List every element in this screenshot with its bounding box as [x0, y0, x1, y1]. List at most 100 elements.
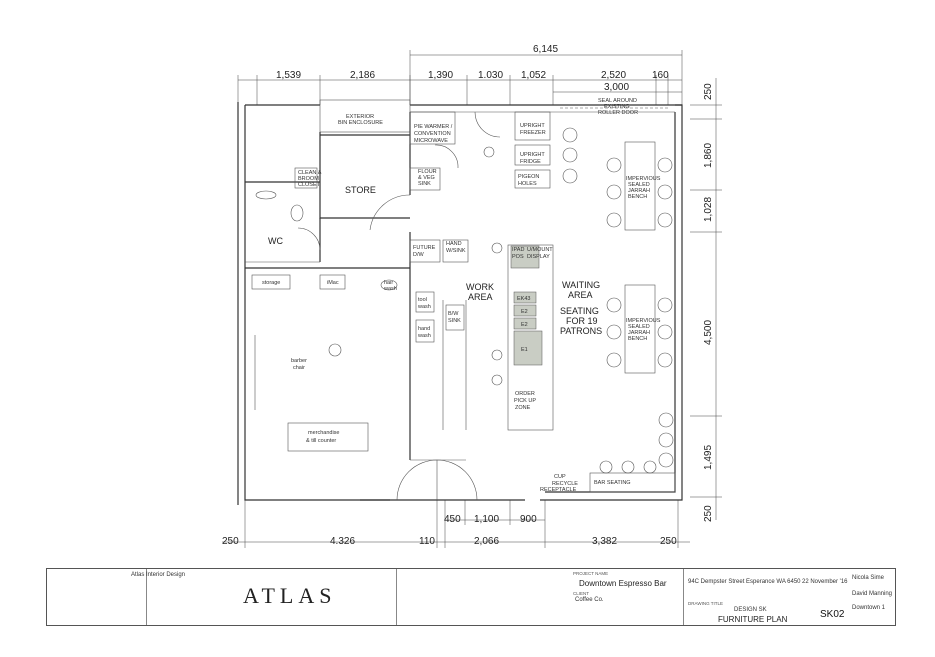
dim-top-3000: 3,000: [604, 82, 629, 93]
svg-text:wash: wash: [417, 333, 431, 339]
svg-text:UPRIGHT: UPRIGHT: [520, 123, 545, 129]
project-cell: PROJECT NAME Downtown Espresso Bar CLIEN…: [569, 569, 684, 625]
sheet-number: SK02: [820, 609, 845, 620]
room-work-1: WORK: [466, 282, 494, 292]
svg-text:CUP: CUP: [554, 474, 566, 480]
title-block: Atlas Interior Design ATLAS PROJECT NAME…: [46, 568, 896, 626]
atlas-logo: ATLAS: [243, 583, 337, 608]
client-label: CLIENT: [573, 591, 590, 596]
equipment-labels: EXTERIOR BIN ENCLOSURE PIE WARMER / CONV…: [262, 98, 661, 493]
svg-text:IMPERVIOUS: IMPERVIOUS: [626, 318, 661, 324]
furniture-plan-title: FURNITURE PLAN: [718, 615, 788, 624]
svg-text:BIN ENCLOSURE: BIN ENCLOSURE: [338, 120, 383, 126]
svg-text:hand: hand: [418, 326, 430, 332]
walls: [237, 99, 683, 505]
svg-text:ZONE: ZONE: [515, 405, 531, 411]
svg-text:U/MOUNT: U/MOUNT: [527, 247, 553, 253]
svg-text:PIE WARMER /: PIE WARMER /: [414, 124, 453, 130]
svg-text:E2: E2: [521, 322, 528, 328]
coffee-equipment: [510, 245, 543, 366]
logo-cell: ATLAS: [147, 569, 397, 625]
project-name: Downtown Espresso Bar: [579, 579, 667, 588]
svg-text:merchandise: merchandise: [308, 430, 340, 436]
room-work-2: AREA: [468, 292, 493, 302]
svg-text:HAND: HAND: [446, 241, 462, 247]
room-seating-1: SEATING: [560, 306, 599, 316]
svg-text:JARRAH: JARRAH: [628, 188, 650, 194]
svg-text:barber: barber: [291, 358, 307, 364]
dim-bottom-1100: 1,100: [474, 514, 499, 525]
svg-text:PICK UP: PICK UP: [514, 398, 536, 404]
svg-text:FUTURE: FUTURE: [413, 245, 436, 251]
company-cell: Atlas Interior Design: [47, 569, 185, 625]
svg-text:UPRIGHT: UPRIGHT: [520, 152, 545, 158]
dim-right-1495: 1,495: [703, 445, 714, 470]
svg-text:SEALED: SEALED: [628, 182, 650, 188]
dim-right-250-top: 250: [703, 83, 714, 100]
room-labels: STORE WC WORK AREA WAITING AREA SEATING …: [268, 185, 602, 336]
dim-bottom-3382: 3,382: [592, 536, 617, 547]
dim-bottom-450: 450: [444, 514, 461, 525]
svg-text:EK43: EK43: [517, 296, 530, 302]
dim-bottom-2066: 2,066: [474, 536, 499, 547]
svg-text:MICROWAVE: MICROWAVE: [414, 138, 448, 144]
room-store: STORE: [345, 185, 376, 195]
svg-text:B/W: B/W: [448, 311, 459, 317]
svg-text:JARRAH: JARRAH: [628, 330, 650, 336]
top-dimensions: 6,145 1,539 2,186 1,390 1.030 1,052 2,52…: [237, 44, 683, 105]
svg-text:BENCH: BENCH: [628, 194, 647, 200]
project-number: Downtown 1: [852, 605, 886, 611]
svg-text:EXISTING: EXISTING: [604, 104, 630, 110]
drawn-by: Nicola Sime: [852, 575, 885, 581]
svg-text:SINK: SINK: [418, 181, 431, 187]
floor-plan-drawing: 6,145 1,539 2,186 1,390 1.030 1,052 2,52…: [222, 44, 722, 548]
dim-top-overall: 6,145: [533, 44, 558, 55]
company-name: Atlas Interior Design: [131, 572, 186, 578]
dim-right-250-bottom: 250: [703, 505, 714, 522]
svg-text:storage: storage: [262, 280, 280, 286]
drawing-date: 22 November '16: [802, 579, 848, 585]
room-seating-2: FOR 19: [566, 316, 598, 326]
svg-text:tool: tool: [418, 297, 427, 303]
svg-text:D/W: D/W: [413, 252, 425, 258]
dim-bottom-4326: 4.326: [330, 536, 355, 547]
svg-text:FRIDGE: FRIDGE: [520, 159, 541, 165]
dim-right-1028: 1,028: [703, 197, 714, 222]
seating-chairs: [328, 127, 674, 474]
svg-text:ROLLER DOOR: ROLLER DOOR: [598, 110, 638, 116]
bottom-dimensions: 250 4.326 110 450 1,100 900 2,066 3,382 …: [222, 500, 690, 548]
svg-text:EXTERIOR: EXTERIOR: [346, 114, 374, 120]
right-dimensions: 250 1,860 1,028 4,500 1,495 250: [690, 78, 722, 522]
svg-text:& till counter: & till counter: [306, 438, 336, 444]
svg-text:iMac: iMac: [327, 280, 339, 286]
project-name-label: PROJECT NAME: [573, 571, 609, 576]
dim-top-1052: 1,052: [521, 70, 546, 81]
room-seating-3: PATRONS: [560, 326, 602, 336]
site-address: 94C Dempster Street Esperance WA 6450: [688, 579, 801, 585]
svg-text:wash: wash: [417, 304, 431, 310]
dim-bottom-250-left: 250: [222, 536, 239, 547]
svg-text:E1: E1: [521, 347, 528, 353]
svg-text:IMPERVIOUS: IMPERVIOUS: [626, 176, 661, 182]
dim-top-2520: 2,520: [601, 70, 626, 81]
svg-text:RECEPTACLE: RECEPTACLE: [540, 487, 577, 493]
svg-text:FLOUR: FLOUR: [418, 169, 437, 175]
svg-text:POS: POS: [512, 254, 524, 260]
details-cell: 94C Dempster Street Esperance WA 6450 22…: [684, 569, 896, 625]
dim-right-1860: 1,860: [703, 143, 714, 168]
dim-top-2186: 2,186: [350, 70, 375, 81]
svg-text:HOLES: HOLES: [518, 181, 537, 187]
svg-text:BENCH: BENCH: [628, 336, 647, 342]
dim-top-1390: 1,390: [428, 70, 453, 81]
svg-text:BROOM: BROOM: [298, 176, 319, 182]
svg-text:DISPLAY: DISPLAY: [527, 254, 550, 260]
dim-bottom-110: 110: [419, 536, 435, 547]
svg-text:E2: E2: [521, 309, 528, 315]
client-name: Coffee Co.: [575, 597, 604, 603]
drawing-title-label: DRAWING TITLE: [688, 601, 724, 606]
svg-text:RECYCLE: RECYCLE: [552, 481, 578, 487]
checked-by: David Manning: [852, 591, 893, 597]
design-sk: DESIGN SK: [734, 607, 767, 613]
svg-text:CLOSET: CLOSET: [298, 182, 321, 188]
svg-text:SINK: SINK: [448, 318, 461, 324]
